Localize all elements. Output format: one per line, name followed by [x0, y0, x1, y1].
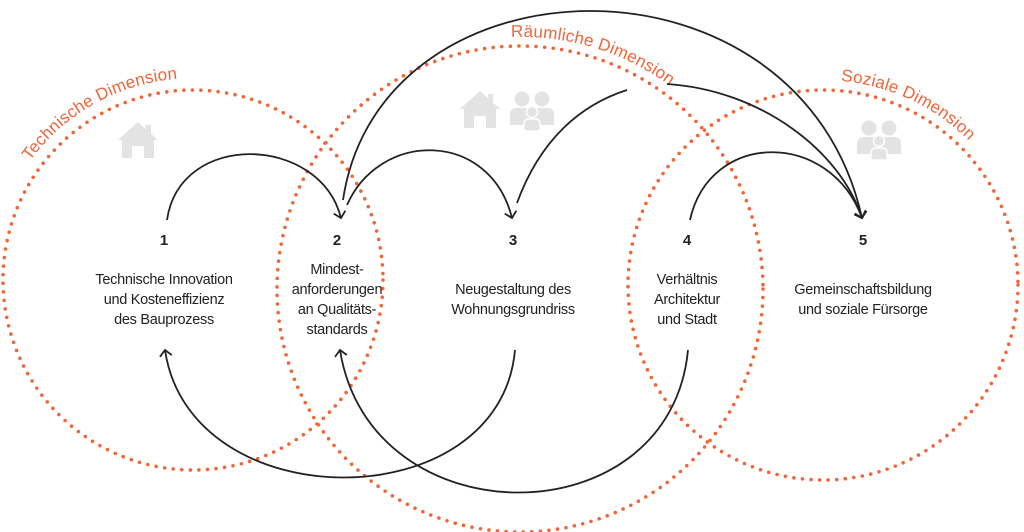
house-icon [460, 91, 500, 128]
arrow-4-to-2 [334, 348, 689, 494]
arrow-3-to-5-start [516, 89, 628, 204]
node-5: 5 Gemeinschaftsbildung und soziale Fürso… [794, 232, 932, 318]
node-label-line: standards [307, 322, 368, 338]
node-4: 4 Verhältnis Architektur und Stadt [654, 232, 721, 328]
node-label-line: und Stadt [657, 312, 717, 328]
node-label-line: Neugestaltung des [455, 282, 571, 298]
node-label-line: Technische Innovation [95, 272, 232, 288]
social-dimension-circle [626, 88, 1020, 482]
people-icon [857, 120, 901, 161]
node-label-line: Architektur [654, 292, 720, 308]
node-label-line: des Bauprozess [114, 312, 214, 328]
node-label-line: und Kosteneffizienz [104, 292, 225, 308]
node-3: 3 Neugestaltung des Wohnungsgrundriss [451, 232, 575, 318]
arrow-2-to-3 [346, 149, 518, 220]
node-1: 1 Technische Innovation und Kosteneffizi… [95, 232, 233, 328]
node-number: 4 [683, 232, 692, 249]
arrow-3-to-5 [666, 83, 867, 220]
spatial-dimension-circle [275, 44, 765, 532]
social-dimension-label: Soziale Dimension [840, 66, 979, 144]
arrow-3-to-1 [159, 348, 516, 479]
node-label-line: Mindest- [310, 262, 364, 278]
node-label-line: an Qualitäts- [298, 302, 377, 318]
house-icon [118, 122, 158, 158]
node-number: 5 [859, 232, 867, 249]
arrow-1-to-2 [166, 153, 347, 221]
node-number: 2 [333, 232, 341, 249]
arrow-4-to-5 [689, 151, 867, 221]
node-number: 1 [160, 232, 168, 249]
node-number: 3 [509, 232, 517, 249]
node-label-line: anforderungen [292, 282, 383, 298]
node-label-line: Wohnungsgrundriss [451, 302, 575, 318]
node-2: 2 Mindest- anforderungen an Qualitäts- s… [292, 232, 383, 338]
node-label-line: Verhältnis [657, 272, 718, 288]
technical-dimension-circle [1, 88, 385, 472]
arrow-2-to-5 [342, 10, 868, 220]
people-icon [510, 91, 554, 132]
spatial-dimension-label: Räumliche Dimension [511, 22, 679, 89]
node-label-line: Gemeinschaftsbildung [794, 282, 932, 298]
node-label-line: und soziale Fürsorge [798, 302, 928, 318]
